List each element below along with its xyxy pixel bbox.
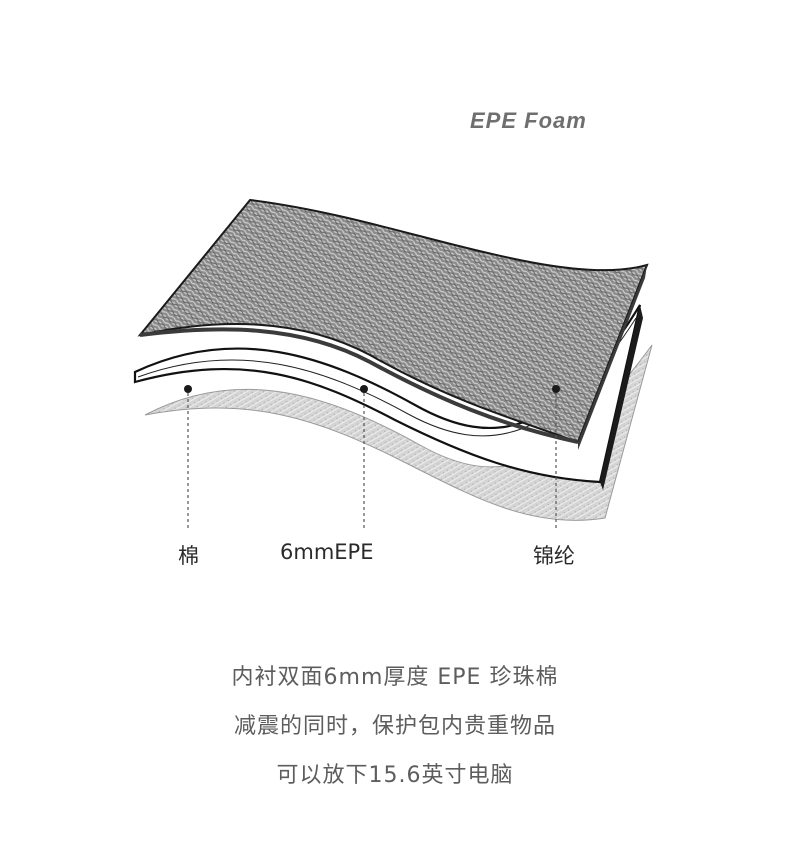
label-cotton: 棉 xyxy=(178,544,199,568)
epe-layer-front xyxy=(600,305,643,490)
caption-line-2: 减震的同时，保护包内贵重物品 xyxy=(233,714,556,739)
callout-cotton xyxy=(184,385,192,528)
label-nylon: 锦纶 xyxy=(533,544,575,568)
nylon-layer-side xyxy=(578,265,647,450)
caption-line-1: 内衬双面6mm厚度 EPE 珍珠棉 xyxy=(231,665,559,690)
callout-epe xyxy=(360,385,368,528)
epe-layer-edge xyxy=(133,304,642,484)
heading-epe-foam: EPE Foam xyxy=(470,108,587,133)
caption-line-3: 可以放下15.6英寸电脑 xyxy=(276,763,514,788)
callout-nylon xyxy=(552,385,560,528)
label-epe: 6mmEPE xyxy=(280,540,374,564)
nylon-layer-edge xyxy=(139,327,579,444)
cotton-layer xyxy=(144,344,653,521)
